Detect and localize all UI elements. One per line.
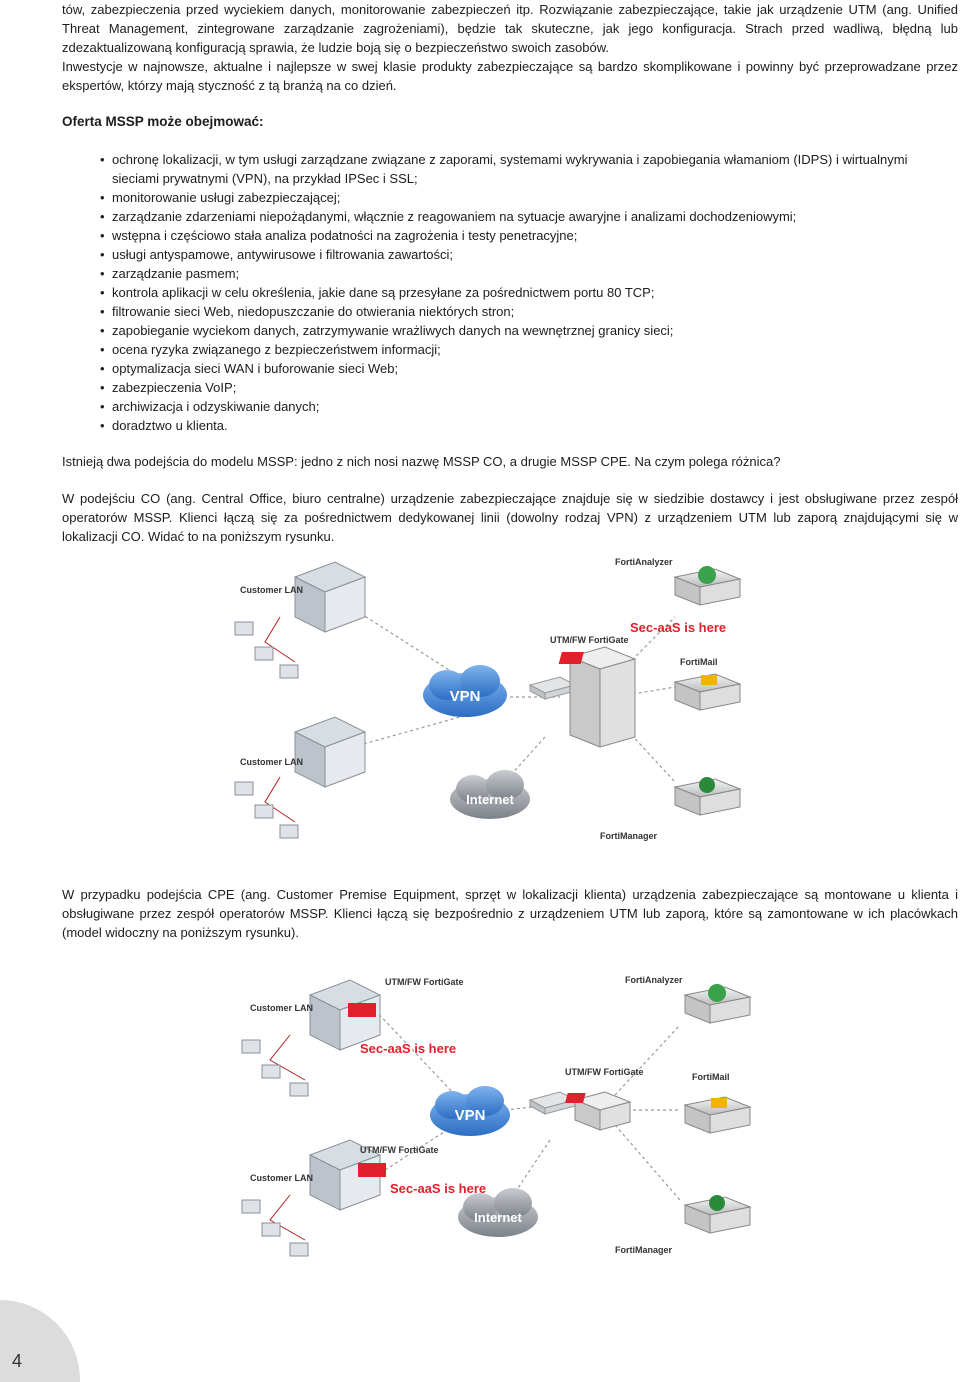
list-item: zapobieganie wyciekom danych, zatrzymywa…	[62, 321, 958, 340]
fortimail-label: FortiMail	[692, 1072, 730, 1082]
fortianalyzer-label: FortiAnalyzer	[625, 975, 683, 985]
fortianalyzer-icon	[683, 984, 752, 1024]
customer-lan-label: Customer LAN	[250, 1003, 313, 1013]
list-item: doradztwo u klienta.	[62, 416, 958, 435]
sec-aas-label: Sec-aaS is here	[390, 1181, 486, 1196]
intro-paragraph: tów, zabezpieczenia przed wyciekiem dany…	[62, 2, 958, 55]
utm-label: UTM/FW FortiGate	[550, 635, 629, 645]
investments-paragraph: Inwestycje w najnowsze, aktualne i najle…	[62, 59, 958, 93]
list-item: optymalizacja sieci WAN i buforowanie si…	[62, 359, 958, 378]
router-icon	[528, 676, 577, 700]
fortigate-center-icon	[565, 1091, 632, 1131]
offer-heading: Oferta MSSP może obejmować:	[62, 114, 264, 129]
page-number: 4	[12, 1351, 23, 1371]
list-item: ocena ryzyka związanego z bezpieczeństwe…	[62, 340, 958, 359]
vpn-label: VPN	[455, 1107, 486, 1124]
vpn-cloud-icon: VPN	[423, 665, 507, 717]
co-approach-paragraph: W podejściu CO (ang. Central Office, biu…	[62, 491, 958, 544]
fortimail-icon	[673, 673, 742, 711]
vpn-label: VPN	[450, 688, 481, 705]
customer-lan-label: Customer LAN	[240, 585, 303, 595]
two-approaches-paragraph: Istnieją dwa podejścia do modelu MSSP: j…	[62, 454, 781, 469]
list-item: filtrowanie sieci Web, niedopuszczanie d…	[62, 302, 958, 321]
fortimanager-label: FortiManager	[600, 831, 658, 841]
customer-lan-label: Customer LAN	[250, 1173, 313, 1183]
list-item: zabezpieczenia VoIP;	[62, 378, 958, 397]
computer-icon	[241, 1039, 309, 1257]
list-item: zarządzanie pasmem;	[62, 264, 958, 283]
customer-lan-label: Customer LAN	[240, 757, 303, 767]
co-diagram: Customer LAN Customer LAN VPN Internet U…	[225, 547, 745, 852]
building-icon	[293, 716, 367, 788]
list-item: kontrola aplikacji w celu określenia, ja…	[62, 283, 958, 302]
vpn-cloud-icon: VPN	[430, 1086, 510, 1136]
fortimail-icon	[683, 1096, 752, 1134]
fortigate-rack-icon	[558, 646, 637, 748]
list-item: usługi antyspamowe, antywirusowe i filtr…	[62, 245, 958, 264]
fortimanager-icon	[683, 1195, 752, 1234]
internet-label: Internet	[474, 1210, 522, 1225]
fortianalyzer-label: FortiAnalyzer	[615, 557, 673, 567]
internet-label: Internet	[466, 792, 514, 807]
list-item: wstępna i częściowo stała analiza podatn…	[62, 226, 958, 245]
offer-list: ochronę lokalizacji, w tym usługi zarząd…	[62, 150, 958, 435]
fortimanager-label: FortiManager	[615, 1245, 673, 1255]
fortimanager-icon	[673, 777, 742, 816]
internet-cloud-icon: Internet	[458, 1188, 538, 1237]
sec-aas-label: Sec-aaS is here	[360, 1041, 456, 1056]
fortimail-label: FortiMail	[680, 657, 718, 667]
fortianalyzer-icon	[673, 566, 742, 606]
internet-cloud-icon: Internet	[450, 770, 530, 819]
building-icon	[293, 561, 367, 633]
sec-aas-label: Sec-aaS is here	[630, 620, 726, 635]
utm-label: UTM/FW FortiGate	[385, 977, 464, 987]
list-item: monitorowanie usługi zabezpieczającej;	[62, 188, 958, 207]
cpe-diagram: Customer LAN Customer LAN UTM/FW FortiGa…	[230, 965, 760, 1270]
utm-label: UTM/FW FortiGate	[565, 1067, 644, 1077]
list-item: ochronę lokalizacji, w tym usługi zarząd…	[62, 150, 958, 188]
cpe-approach-paragraph: W przypadku podejścia CPE (ang. Customer…	[62, 887, 958, 940]
computer-icon	[234, 621, 299, 839]
fortigate-icon	[348, 1003, 376, 1017]
list-item: archiwizacja i odzyskiwanie danych;	[62, 397, 958, 416]
fortigate-icon	[358, 1163, 386, 1177]
utm-label: UTM/FW FortiGate	[360, 1145, 439, 1155]
list-item: zarządzanie zdarzeniami niepożądanymi, w…	[62, 207, 958, 226]
